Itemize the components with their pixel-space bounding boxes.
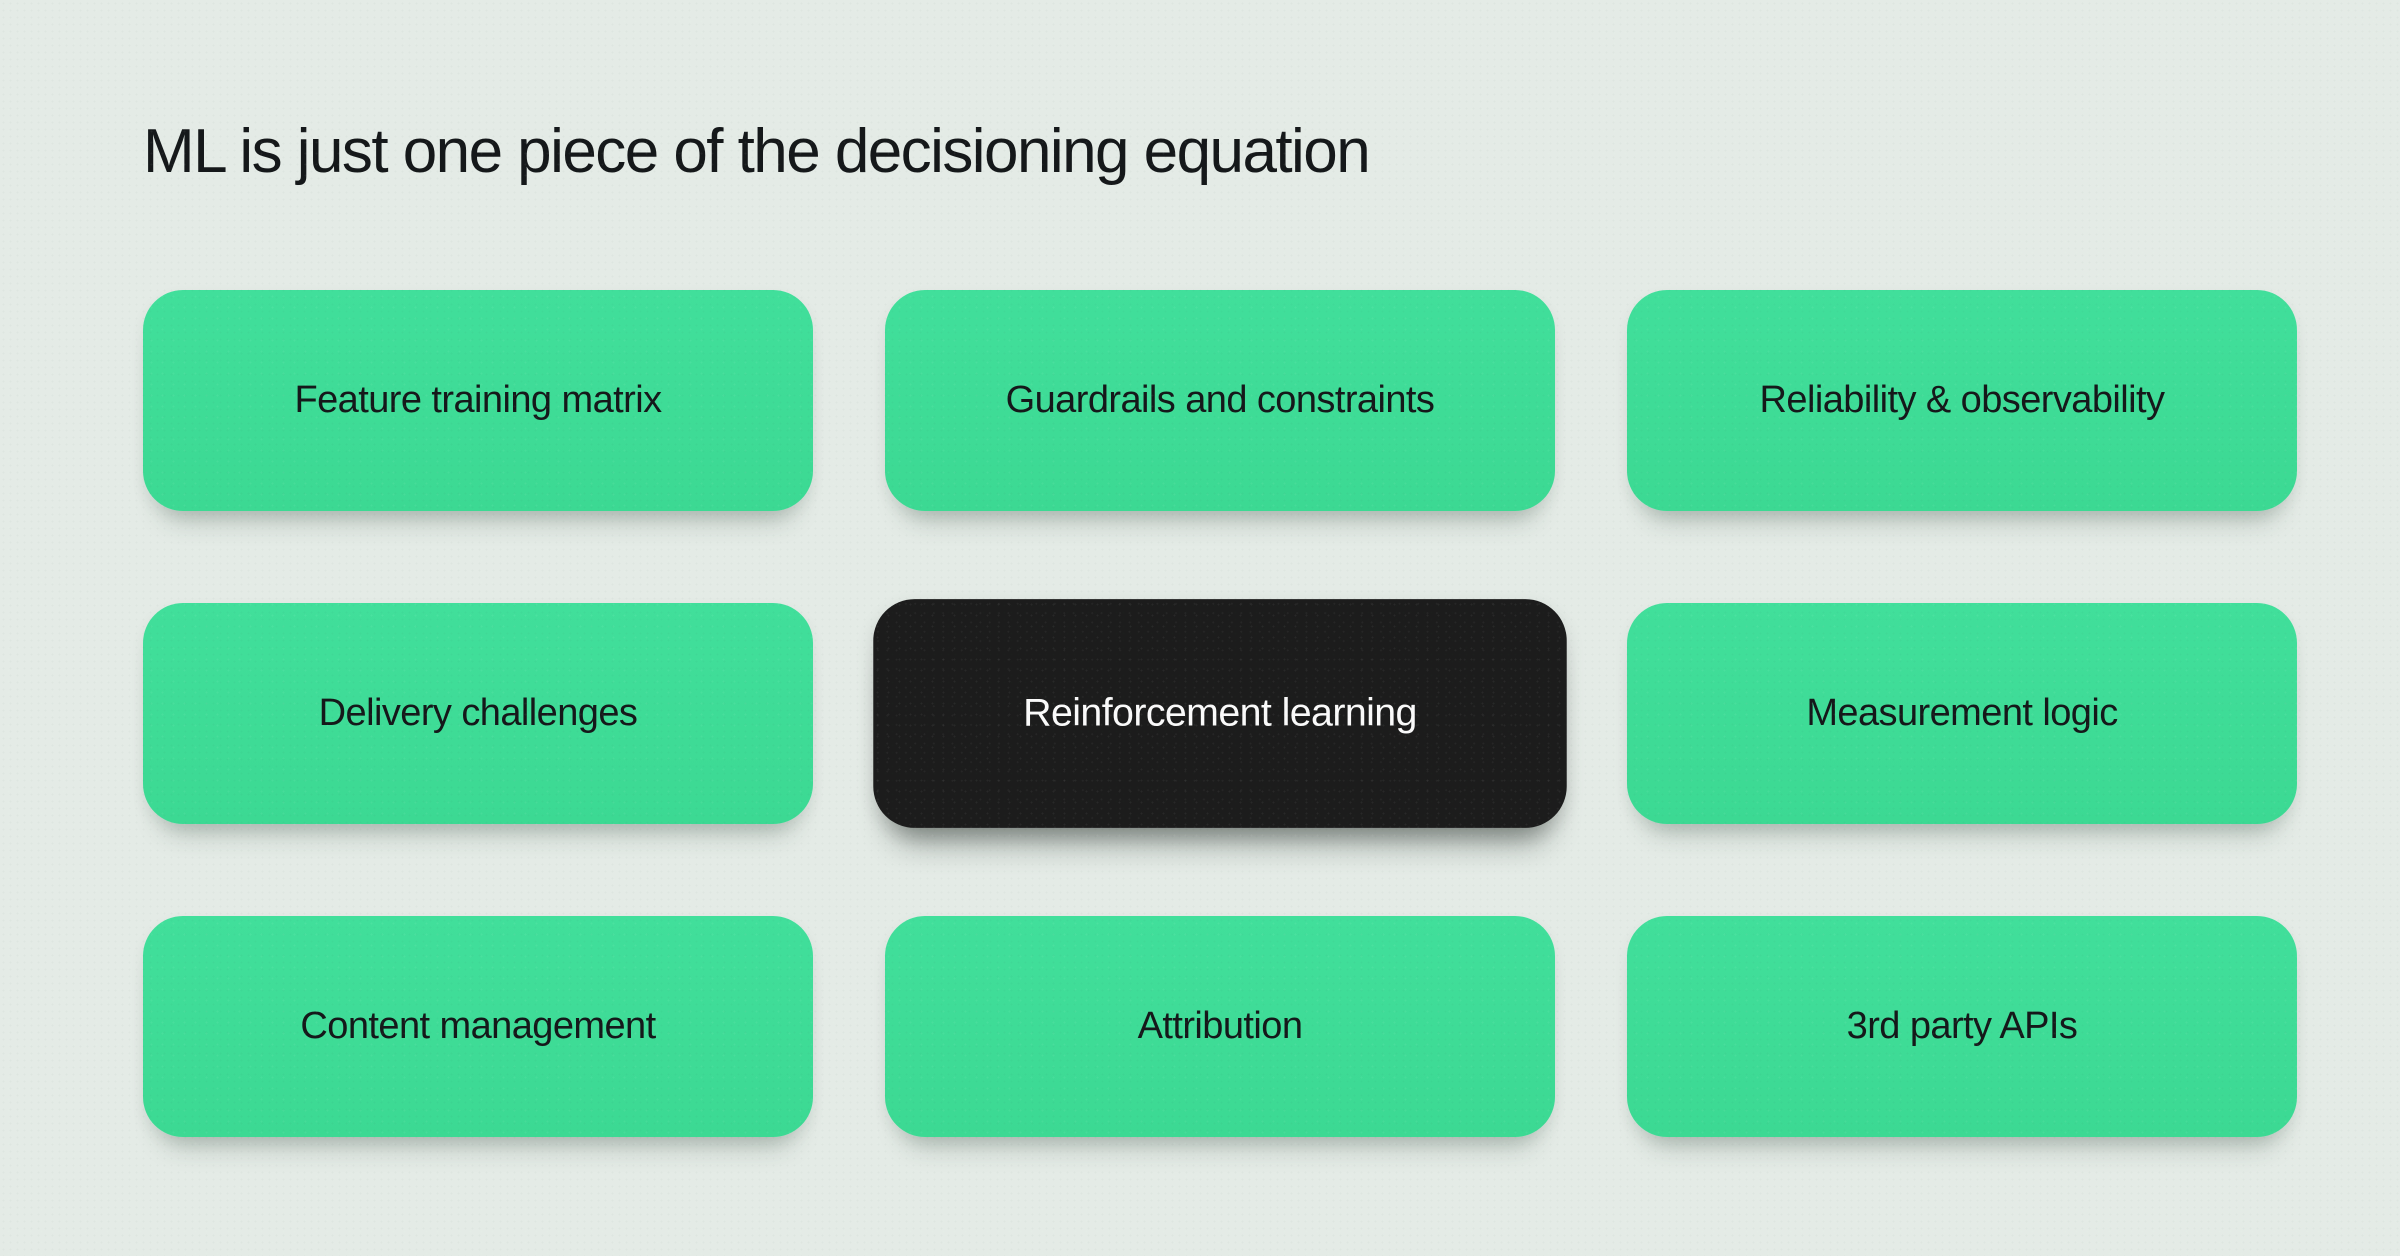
card-label: Reliability & observability bbox=[1759, 379, 2165, 421]
card-guardrails-and-constraints: Guardrails and constraints bbox=[885, 290, 1555, 511]
card-label: Reinforcement learning bbox=[1023, 691, 1417, 735]
card-label: Guardrails and constraints bbox=[1005, 379, 1435, 421]
card-3rd-party-apis: 3rd party APIs bbox=[1627, 916, 2297, 1137]
card-reinforcement-learning-highlighted: Reinforcement learning bbox=[873, 599, 1567, 828]
card-label: Delivery challenges bbox=[318, 692, 638, 734]
card-label: Content management bbox=[300, 1005, 656, 1047]
card-grid: Feature training matrix Guardrails and c… bbox=[143, 290, 2297, 1137]
card-feature-training-matrix: Feature training matrix bbox=[143, 290, 813, 511]
card-measurement-logic: Measurement logic bbox=[1627, 603, 2297, 824]
card-attribution: Attribution bbox=[885, 916, 1555, 1137]
card-label: Measurement logic bbox=[1806, 692, 2118, 734]
card-reliability-observability: Reliability & observability bbox=[1627, 290, 2297, 511]
card-delivery-challenges: Delivery challenges bbox=[143, 603, 813, 824]
card-label: Attribution bbox=[1137, 1005, 1303, 1047]
card-content-management: Content management bbox=[143, 916, 813, 1137]
card-label: 3rd party APIs bbox=[1846, 1005, 2078, 1047]
card-label: Feature training matrix bbox=[294, 379, 662, 421]
slide-title: ML is just one piece of the decisioning … bbox=[143, 117, 1371, 186]
